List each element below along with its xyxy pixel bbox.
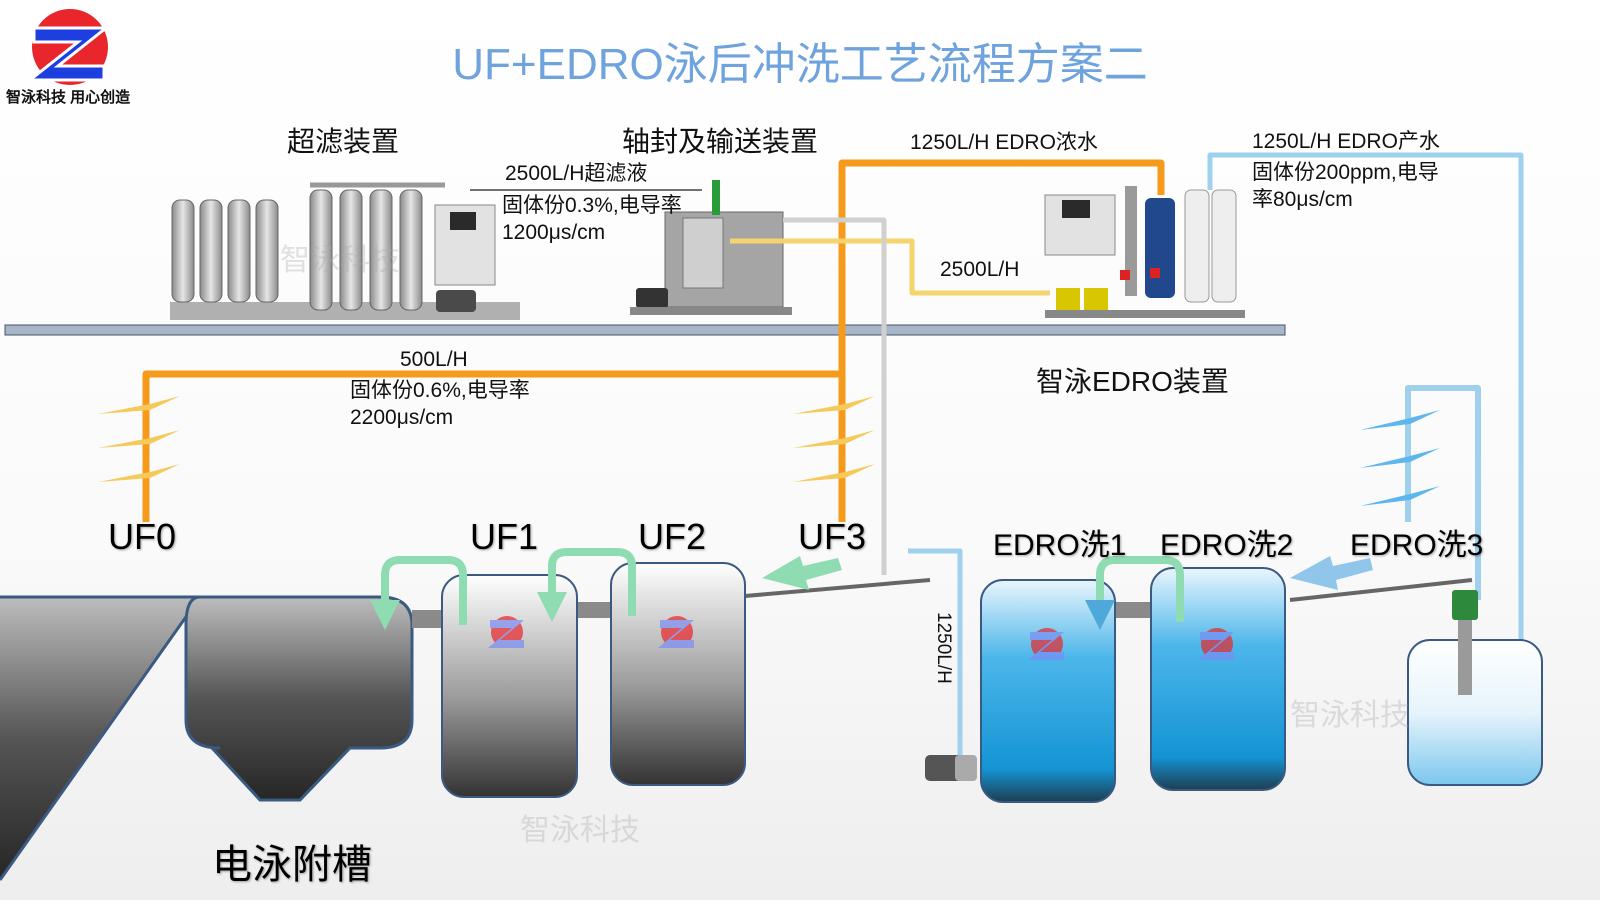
pump-1250-label: 1250L/H — [933, 612, 954, 684]
edro3-tank — [1407, 639, 1543, 786]
main-500-solids: 固体份0.6%,电导率 — [350, 379, 530, 402]
edro-product-line — [1207, 152, 1524, 648]
mixer-pump — [925, 590, 1478, 781]
inflow-arrows — [762, 556, 1373, 590]
uf0-label: UF0 — [108, 516, 177, 557]
edro-product-solids: 固体份200ppm,电导 — [1252, 161, 1439, 184]
gray-drain-line — [783, 217, 887, 575]
uf2-label: UF2 — [638, 516, 707, 557]
equipment-base-line — [4, 324, 1286, 336]
edro1-tank — [980, 579, 1116, 803]
uf-tanks — [441, 562, 746, 798]
watermark: 智泳科技 — [1290, 699, 1410, 732]
edro2-tank — [1150, 567, 1286, 791]
watermark: 智泳科技 — [520, 814, 640, 847]
uf-permeate-solids: 固体份0.3%,电导率 — [502, 194, 682, 217]
edro3-label: EDRO洗3 — [1350, 529, 1484, 562]
ep-tank-label: 电泳附槽 — [212, 843, 372, 887]
uf-device-illustration — [170, 182, 520, 320]
spray-nozzles — [98, 396, 1440, 506]
uf-permeate-conductivity: 1200μs/cm — [502, 221, 606, 244]
edro-product-flow: 1250L/H EDRO产水 — [1252, 130, 1440, 153]
pump-1250-line — [908, 548, 963, 760]
uf1-label: UF1 — [470, 516, 539, 557]
edro-device-illustration — [1044, 186, 1245, 318]
edro-tanks — [980, 567, 1543, 803]
feed-2500-label: 2500L/H — [940, 258, 1020, 281]
shaft-seal-device-illustration — [630, 180, 792, 315]
page-title: UF+EDRO泳后冲洗工艺流程方案二 — [452, 40, 1148, 89]
uf2-tank — [610, 562, 746, 786]
overflow-arrow-heads — [370, 592, 1115, 630]
edro-concentrate-label: 1250L/H EDRO浓水 — [910, 131, 1098, 154]
tank-connecting-pipes — [412, 578, 1473, 628]
overflow-arrows — [381, 548, 1184, 625]
uf3-label: UF3 — [798, 516, 867, 557]
edro1-label: EDRO洗1 — [993, 529, 1127, 562]
shaft-device-label: 轴封及输送装置 — [622, 126, 819, 157]
edro3-return-line — [1405, 385, 1481, 600]
edro-product-conductivity: 率80μs/cm — [1252, 188, 1353, 211]
uf-to-uf0-line — [142, 370, 842, 522]
main-500-flow: 500L/H — [400, 348, 468, 371]
uf-device-label: 超滤装置 — [287, 126, 400, 157]
edro2-label: EDRO洗2 — [1160, 529, 1294, 562]
watermark: 智泳科技 — [280, 244, 400, 277]
tank-logo-marks — [488, 616, 1234, 660]
uf-permeate-flow: 2500L/H超滤液 — [505, 162, 648, 185]
edro-device-label: 智泳EDRO装置 — [1036, 366, 1229, 397]
edro-concentrate-line — [838, 159, 1165, 522]
uf1-tank — [441, 574, 578, 798]
main-500-conductivity: 2200μs/cm — [350, 406, 454, 429]
ep-tank-illustration — [0, 595, 414, 881]
flow-lines — [142, 152, 1524, 760]
logo-text: 智泳科技 用心创造 — [6, 89, 131, 106]
feed-2500-line — [730, 238, 1050, 296]
logo-mark — [25, 9, 111, 85]
